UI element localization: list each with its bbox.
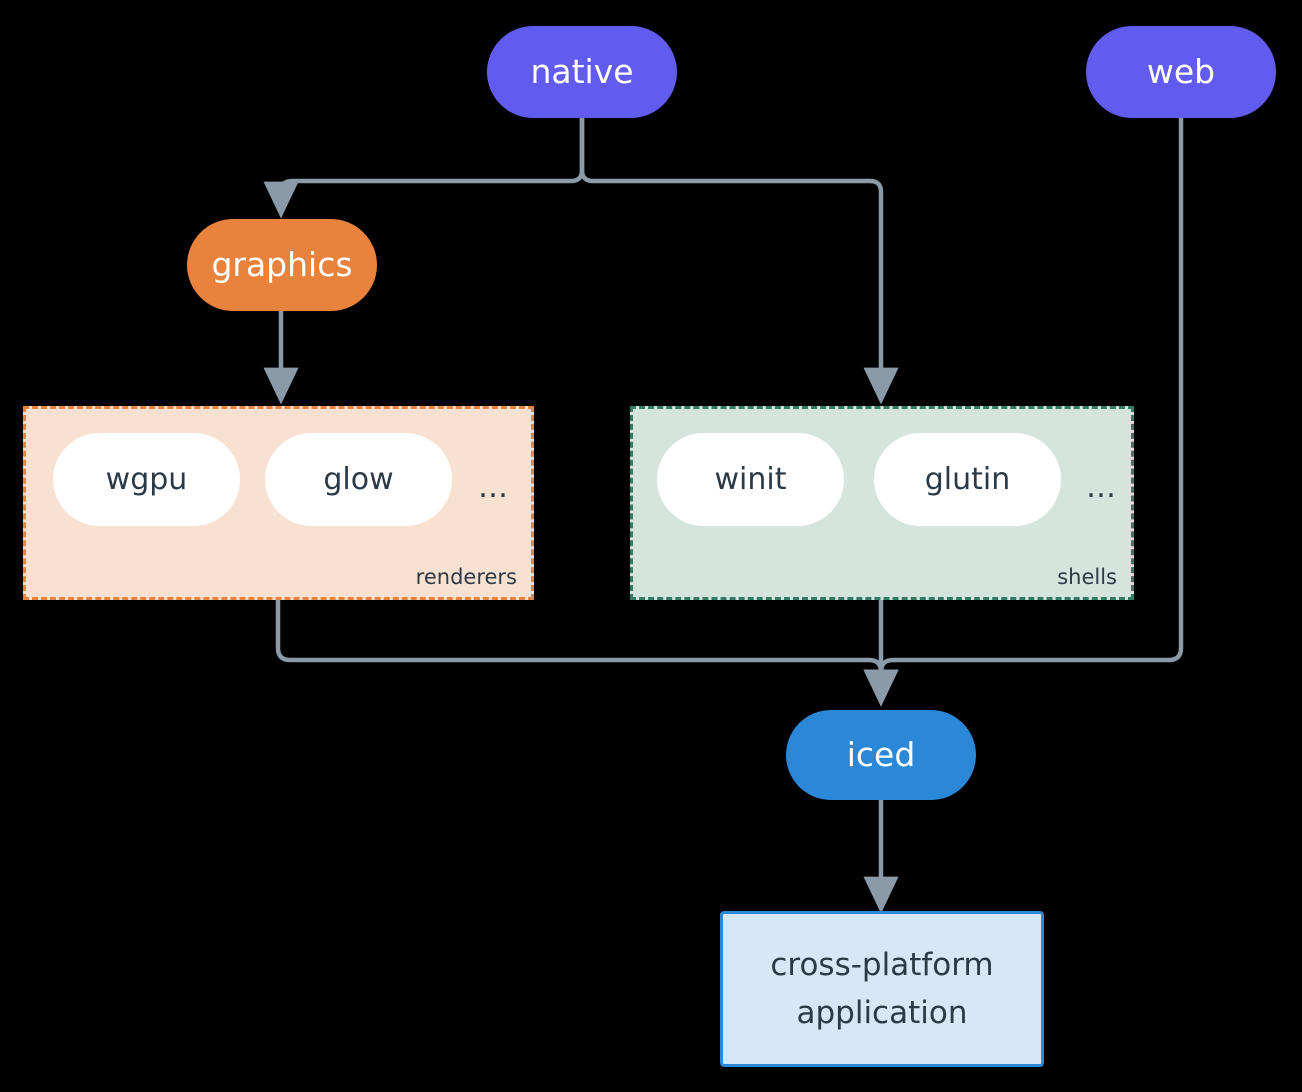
node-graphics-label: graphics xyxy=(211,245,353,285)
leaf-winit[interactable]: winit xyxy=(657,433,844,526)
edge-web-to-iced xyxy=(863,115,1184,707)
leaf-glow-label: glow xyxy=(323,462,394,497)
leaf-glutin[interactable]: glutin xyxy=(874,433,1061,526)
shells-overflow-ellipsis: … xyxy=(1086,470,1116,505)
application-line-1: cross-platform xyxy=(770,946,994,983)
node-iced[interactable]: iced xyxy=(786,710,976,800)
renderers-overflow-ellipsis: … xyxy=(478,470,508,505)
leaf-wgpu-label: wgpu xyxy=(105,462,188,497)
group-shells-label: shells xyxy=(1057,565,1117,589)
group-renderers-label: renderers xyxy=(415,565,517,589)
group-shells: winit glutin … shells xyxy=(630,406,1134,600)
node-graphics[interactable]: graphics xyxy=(187,219,377,311)
application-line-2: application xyxy=(796,995,968,1031)
node-web-label: web xyxy=(1146,52,1216,92)
node-cross-platform-application[interactable]: cross-platform application xyxy=(720,911,1044,1067)
edge-native-to-graphics xyxy=(263,115,585,219)
node-web[interactable]: web xyxy=(1086,26,1276,118)
leaf-winit-label: winit xyxy=(714,462,787,497)
node-native-label: native xyxy=(530,52,634,92)
group-renderers: wgpu glow … renderers xyxy=(23,406,534,600)
leaf-glow[interactable]: glow xyxy=(265,433,452,526)
application-text-block: cross-platform application xyxy=(770,941,993,1037)
node-native[interactable]: native xyxy=(487,26,677,118)
edge-renderers-to-iced xyxy=(275,597,899,707)
node-iced-label: iced xyxy=(846,735,916,775)
edge-native-to-shells xyxy=(579,115,899,405)
leaf-glutin-label: glutin xyxy=(924,462,1011,497)
leaf-wgpu[interactable]: wgpu xyxy=(53,433,240,526)
